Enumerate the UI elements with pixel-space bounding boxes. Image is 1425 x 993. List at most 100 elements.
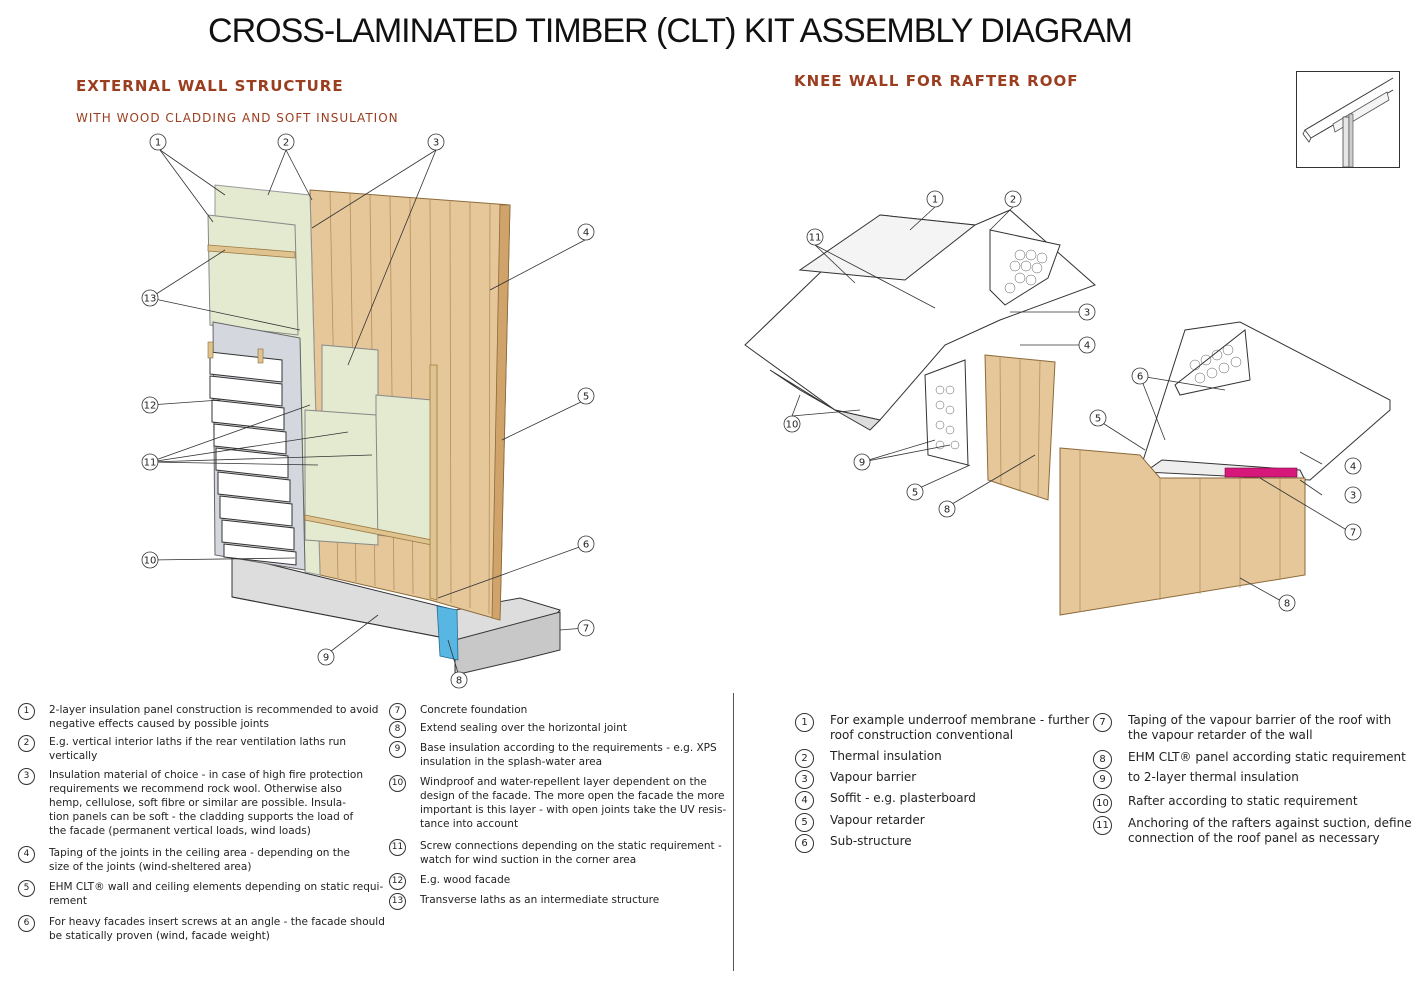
right-legend-item-5: 5 Vapour retarder xyxy=(795,813,925,832)
legend-number-badge: 7 xyxy=(389,703,406,720)
left-legend-item-1: 1 2-layer insulation panel construction i… xyxy=(18,703,378,731)
svg-text:4: 4 xyxy=(583,228,589,239)
left-legend-item-7: 7 Concrete foundation xyxy=(389,703,527,720)
svg-text:8: 8 xyxy=(944,505,950,516)
legend-number-badge: 10 xyxy=(1093,794,1112,813)
legend-number-badge: 3 xyxy=(795,770,814,789)
legend-text: Taping of the vapour barrier of the roof… xyxy=(1128,713,1392,742)
left-legend-item-11: 11 Screw connections depending on the sta… xyxy=(389,839,722,867)
legend-number-badge: 2 xyxy=(18,735,35,752)
right-legend-item-1: 1 For example underroof membrane - furthe… xyxy=(795,713,1089,743)
legend-number-badge: 9 xyxy=(389,741,406,758)
legend-number-badge: 9 xyxy=(1093,770,1112,789)
svg-text:11: 11 xyxy=(809,233,822,244)
legend-number-badge: 1 xyxy=(795,713,814,732)
svg-text:9: 9 xyxy=(323,653,329,664)
legend-number-badge: 6 xyxy=(795,834,814,853)
right-legend-item-9: 9 to 2-layer thermal insulation xyxy=(1093,770,1299,789)
right-legend-item-7: 7 Taping of the vapour barrier of the roo… xyxy=(1093,713,1391,743)
legend-text: Anchoring of the rafters against suction… xyxy=(1128,816,1412,845)
legend-number-badge: 3 xyxy=(18,768,35,785)
left-legend-item-8: 8 Extend sealing over the horizontal join… xyxy=(389,721,627,738)
wood-facade xyxy=(209,351,297,566)
svg-text:8: 8 xyxy=(456,676,462,687)
legend-text: Screw connections depending on the stati… xyxy=(420,840,722,866)
page-title: CROSS-LAMINATED TIMBER (CLT) KIT ASSEMBL… xyxy=(208,12,1133,50)
svg-text:3: 3 xyxy=(1084,308,1090,319)
left-legend-item-12: 12 E.g. wood facade xyxy=(389,873,510,890)
legend-text: Thermal insulation xyxy=(830,749,942,763)
legend-text: to 2-layer thermal insulation xyxy=(1128,770,1299,784)
legend-divider xyxy=(733,693,734,971)
legend-text: Vapour retarder xyxy=(830,813,925,827)
legend-text: EHM CLT® wall and ceiling elements depen… xyxy=(49,881,384,907)
legend-number-badge: 1 xyxy=(18,703,35,720)
svg-text:10: 10 xyxy=(144,556,157,567)
legend-number-badge: 8 xyxy=(1093,750,1112,769)
legend-text: For example underroof membrane - further… xyxy=(830,713,1090,742)
svg-text:5: 5 xyxy=(912,488,918,499)
legend-text: Transverse laths as an intermediate stru… xyxy=(420,894,660,906)
svg-text:3: 3 xyxy=(1350,491,1356,502)
svg-text:1: 1 xyxy=(932,195,938,206)
legend-text: Sub-structure xyxy=(830,834,912,848)
left-subheading: WITH WOOD CLADDING AND SOFT INSULATION xyxy=(76,111,399,125)
left-legend-item-13: 13 Transverse laths as an intermediate st… xyxy=(389,893,659,910)
legend-text: For heavy facades insert screws at an an… xyxy=(49,916,385,942)
svg-text:9: 9 xyxy=(859,458,865,469)
svg-text:4: 4 xyxy=(1350,462,1356,473)
roof-detail-inset xyxy=(1296,71,1400,168)
legend-text: Windproof and water-repellent layer depe… xyxy=(420,776,727,830)
legend-number-badge: 13 xyxy=(389,893,406,910)
legend-text: Concrete foundation xyxy=(420,704,528,716)
svg-text:5: 5 xyxy=(583,392,589,403)
svg-text:6: 6 xyxy=(583,540,589,551)
svg-text:11: 11 xyxy=(144,458,157,469)
legend-number-badge: 6 xyxy=(18,915,35,932)
left-callouts xyxy=(149,149,586,677)
legend-text: E.g. wood facade xyxy=(420,874,511,886)
legend-text: 2-layer insulation panel construction is… xyxy=(49,704,379,730)
clt-wall-right xyxy=(1059,447,1306,616)
right-legend-item-6: 6 Sub-structure xyxy=(795,834,912,853)
legend-text: Soffit - e.g. plasterboard xyxy=(830,791,976,805)
legend-number-badge: 11 xyxy=(389,839,406,856)
left-legend-item-6: 6 For heavy facades insert screws at an a… xyxy=(18,915,385,943)
legend-text: E.g. vertical interior laths if the rear… xyxy=(49,736,347,762)
thermal-insulation-block xyxy=(989,229,1061,306)
svg-text:12: 12 xyxy=(144,401,157,412)
svg-text:2: 2 xyxy=(283,138,289,149)
svg-text:4: 4 xyxy=(1084,341,1090,352)
svg-text:10: 10 xyxy=(786,420,799,431)
legend-number-badge: 7 xyxy=(1093,713,1112,732)
legend-number-badge: 10 xyxy=(389,775,406,792)
left-legend-item-9: 9 Base insulation according to the requir… xyxy=(389,741,717,769)
left-legend-item-10: 10 Windproof and water-repellent layer de… xyxy=(389,775,726,831)
legend-number-badge: 5 xyxy=(795,813,814,832)
legend-number-badge: 8 xyxy=(389,721,406,738)
legend-number-badge: 4 xyxy=(795,791,814,810)
legend-text: Taping of the joints in the ceiling area… xyxy=(49,847,351,873)
svg-text:7: 7 xyxy=(583,624,589,635)
left-legend-item-4: 4 Taping of the joints in the ceiling are… xyxy=(18,846,350,874)
seal-strip xyxy=(436,605,459,661)
svg-text:6: 6 xyxy=(1137,372,1143,383)
legend-text: Extend sealing over the horizontal joint xyxy=(420,722,628,734)
legend-number-badge: 12 xyxy=(389,873,406,890)
svg-text:13: 13 xyxy=(144,294,157,305)
legend-text: Insulation material of choice - in case … xyxy=(49,769,363,837)
svg-text:3: 3 xyxy=(433,138,439,149)
right-heading: KNEE WALL FOR RAFTER ROOF xyxy=(794,72,1079,90)
callout-1: 1 xyxy=(155,138,161,149)
legend-text: Base insulation according to the require… xyxy=(420,742,717,768)
legend-number-badge: 4 xyxy=(18,846,35,863)
left-legend-item-3: 3 Insulation material of choice - in case… xyxy=(18,768,363,838)
